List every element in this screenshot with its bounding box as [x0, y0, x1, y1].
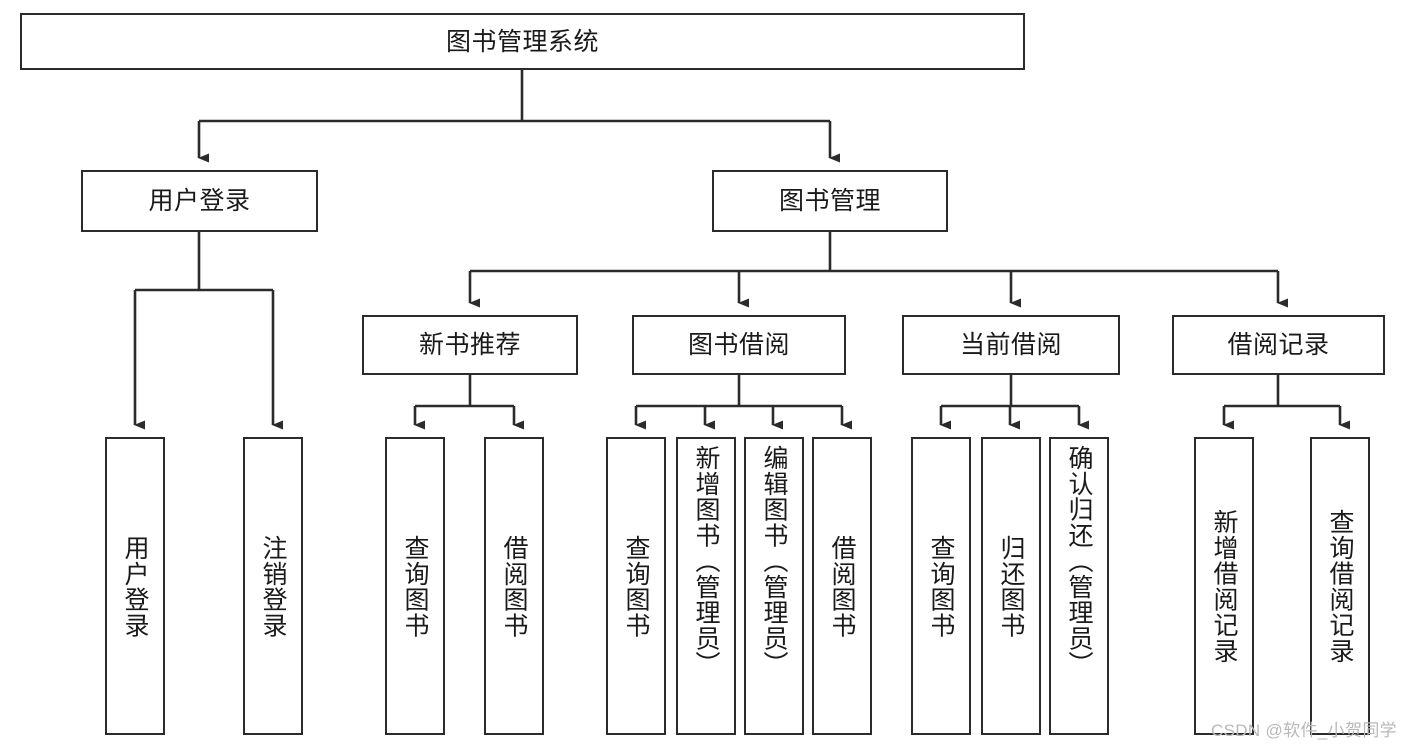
- leaf-return-books[interactable]: 归还图书: [981, 437, 1041, 735]
- node-label: 新增图书（管理员）: [692, 445, 720, 677]
- node-label: 当前借阅: [959, 331, 1062, 359]
- node-current-borrowing[interactable]: 当前借阅: [902, 315, 1120, 375]
- watermark-text: CSDN @软件_小贺同学: [1210, 721, 1397, 740]
- node-root-book-management-system[interactable]: 图书管理系统: [20, 13, 1025, 70]
- leaf-confirm-return-admin[interactable]: 确认归还（管理员）: [1049, 437, 1109, 735]
- node-label: 编辑图书（管理员）: [760, 445, 788, 677]
- node-label: 查询借阅记录: [1326, 508, 1354, 664]
- node-label: 注销登录: [259, 534, 287, 638]
- node-label: 用户登录: [148, 187, 251, 215]
- node-label: 图书管理: [778, 187, 881, 215]
- leaf-query-books-borrow[interactable]: 查询图书: [606, 437, 666, 735]
- node-label: 新书推荐: [418, 331, 521, 359]
- node-borrowing-record[interactable]: 借阅记录: [1172, 315, 1385, 375]
- leaf-query-borrow-record[interactable]: 查询借阅记录: [1310, 437, 1370, 735]
- node-label: 借阅记录: [1227, 331, 1330, 359]
- leaf-borrow-books[interactable]: 借阅图书: [812, 437, 872, 735]
- leaf-query-books-current[interactable]: 查询图书: [911, 437, 971, 735]
- leaf-query-books-new-recommend[interactable]: 查询图书: [385, 437, 445, 735]
- node-label: 新增借阅记录: [1210, 508, 1238, 664]
- node-label: 图书管理系统: [445, 27, 599, 56]
- node-label: 图书借阅: [687, 331, 790, 359]
- node-label: 查询图书: [401, 534, 429, 638]
- leaf-user-login[interactable]: 用户登录: [105, 437, 165, 735]
- node-label: 借阅图书: [828, 534, 856, 638]
- leaf-edit-book-admin[interactable]: 编辑图书（管理员）: [744, 437, 804, 735]
- leaf-logout[interactable]: 注销登录: [243, 437, 303, 735]
- node-new-book-recommendation[interactable]: 新书推荐: [362, 315, 578, 375]
- node-book-management[interactable]: 图书管理: [712, 170, 948, 232]
- leaf-add-book-admin[interactable]: 新增图书（管理员）: [676, 437, 736, 735]
- node-label: 归还图书: [997, 534, 1025, 638]
- node-label: 确认归还（管理员）: [1065, 445, 1093, 677]
- leaf-add-borrow-record[interactable]: 新增借阅记录: [1194, 437, 1254, 735]
- node-book-borrowing[interactable]: 图书借阅: [632, 315, 846, 375]
- node-label: 借阅图书: [500, 534, 528, 638]
- node-label: 查询图书: [622, 534, 650, 638]
- node-label: 用户登录: [121, 534, 149, 638]
- node-label: 查询图书: [927, 534, 955, 638]
- leaf-borrow-books-new-recommend[interactable]: 借阅图书: [484, 437, 544, 735]
- node-user-login[interactable]: 用户登录: [81, 170, 318, 232]
